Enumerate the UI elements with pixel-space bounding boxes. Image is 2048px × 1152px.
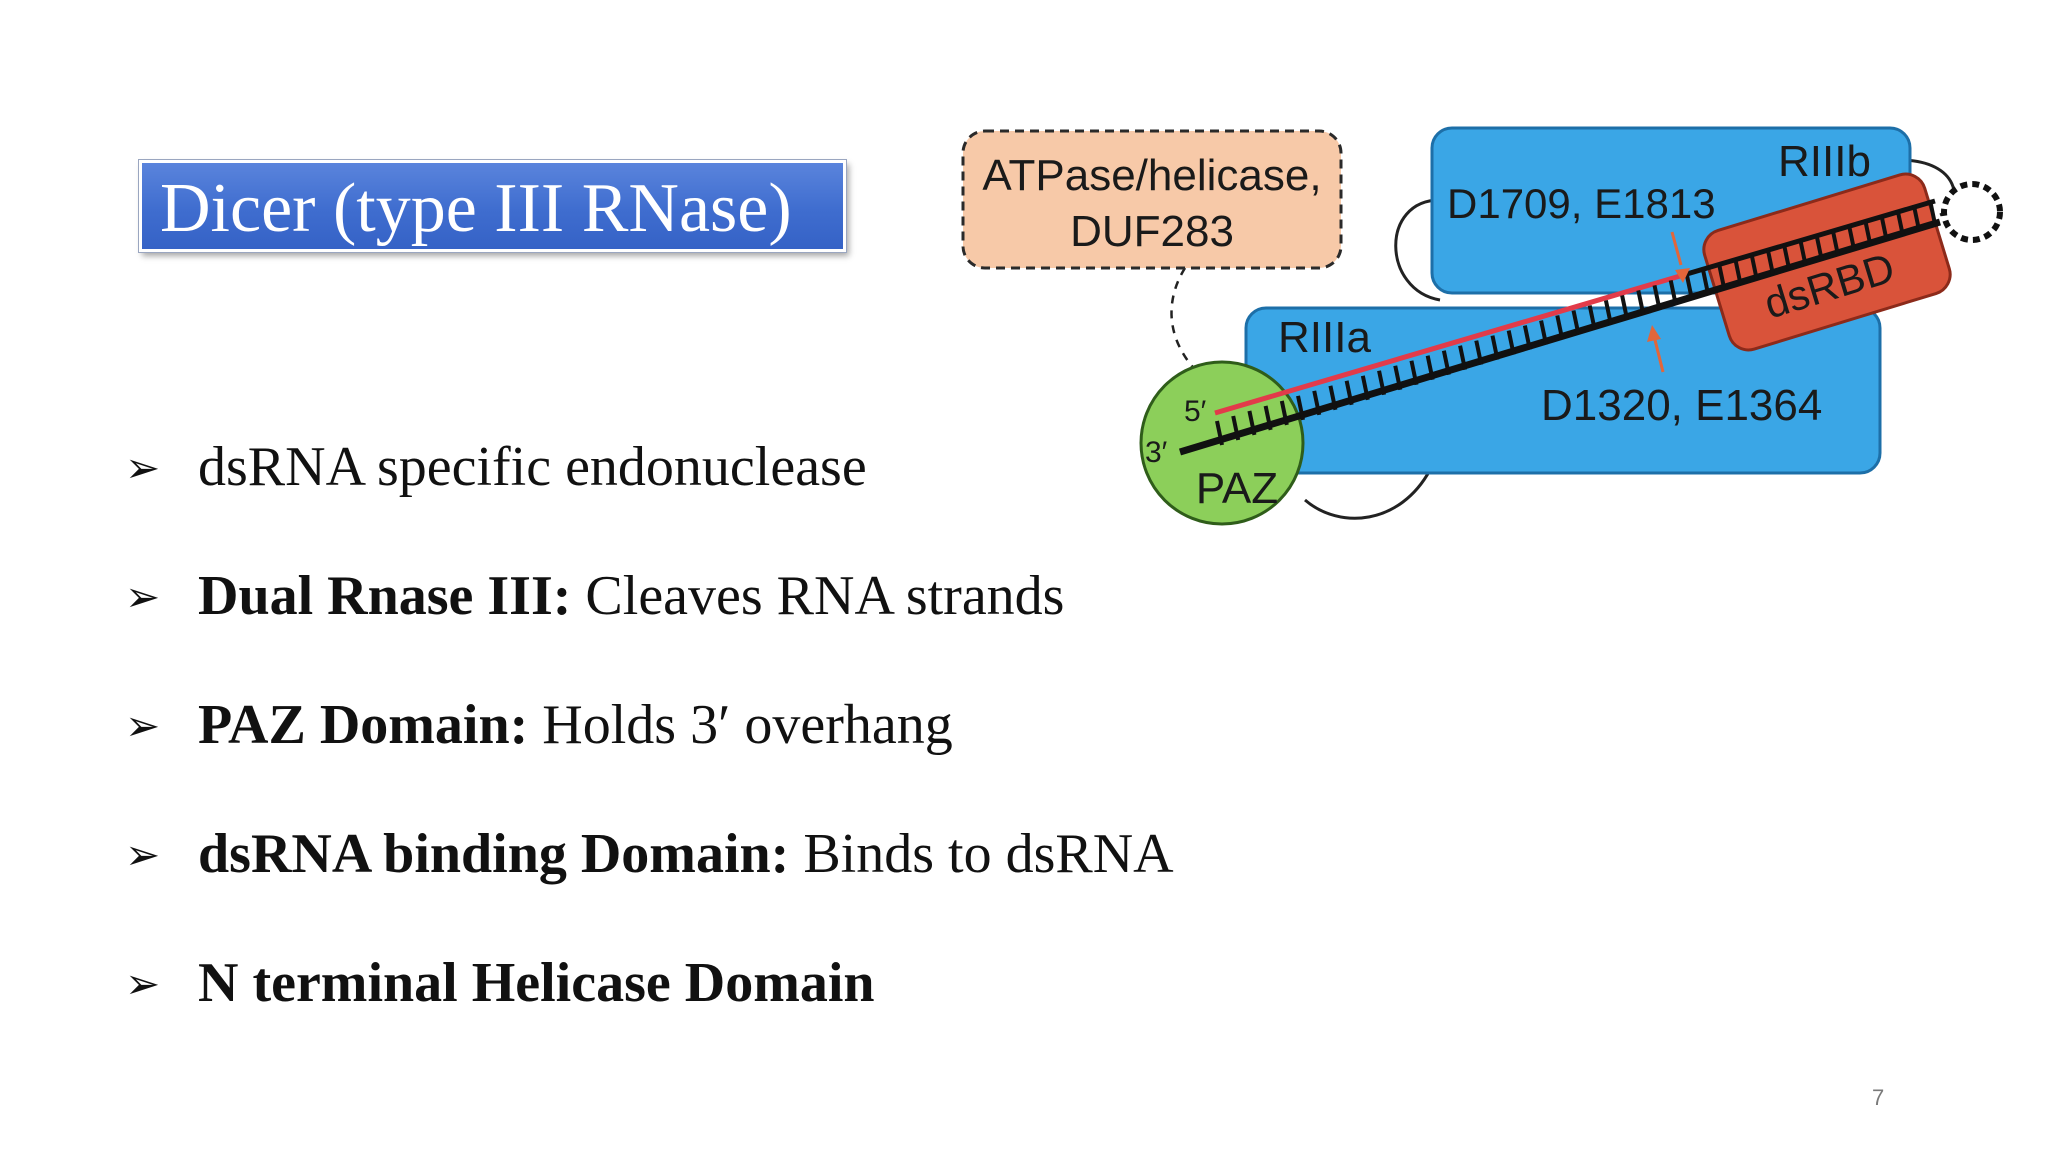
bullet-list: ➢ dsRNA specific endonuclease ➢ Dual Rna… (125, 0, 1275, 1152)
base-pair-rung (1733, 259, 1743, 285)
hairpin-loop (1941, 181, 2003, 243)
base-pair-rung (1928, 199, 1937, 225)
base-pair-rung (1231, 415, 1241, 441)
base-pair-rung (1215, 420, 1224, 446)
rna-top-strand (1214, 273, 1681, 416)
bullet-text: Binds to dsRNA (803, 823, 1174, 885)
base-pair-rung (1571, 310, 1581, 335)
base-pair-rung (1684, 274, 1694, 300)
cleavage-arrow-riiia (1647, 325, 1665, 373)
bullet-bold-text: N terminal Helicase Domain (198, 952, 875, 1014)
title-box: Dicer (type III RNase) (138, 159, 847, 253)
base-pair-rung (1377, 370, 1387, 396)
cleavage-arrow-riiib (1670, 231, 1690, 283)
base-pair-rung (1458, 345, 1468, 371)
bullet-text: Cleaves RNA strands (585, 565, 1065, 627)
riiia-residues-label: D1320, E1364 (1541, 381, 1822, 430)
base-pair-rung (1701, 269, 1711, 295)
atpase-label-line2: DUF283 (1070, 207, 1234, 256)
base-pair-rung (1490, 335, 1500, 361)
arrow-bullet-icon: ➢ (125, 958, 161, 1008)
arrow-bullet-icon: ➢ (125, 700, 161, 750)
base-pair-rung (1425, 355, 1435, 381)
riiib-label: RIIIb (1778, 137, 1871, 186)
base-pair-rung (1798, 239, 1808, 265)
base-pair-rung (1263, 405, 1273, 431)
base-pair-rung (1668, 279, 1678, 305)
arrow-bullet-icon: ➢ (125, 442, 161, 492)
base-pair-rung (1506, 330, 1516, 355)
base-pair-rung (1863, 219, 1873, 245)
bullet-text: dsRNA specific endonuclease (198, 436, 867, 498)
base-pair-rung (1652, 284, 1662, 310)
base-pair-rung (1587, 305, 1597, 330)
base-pair-rung (1830, 229, 1840, 255)
base-pair-rung (1749, 254, 1759, 280)
bullet-item: ➢ Dual Rnase III: Cleaves RNA strands (125, 561, 1064, 631)
base-pair-rung (1344, 380, 1354, 406)
base-pair-rung (1312, 390, 1322, 416)
base-pair-rungs (1215, 199, 1937, 446)
bullet-item: ➢ PAZ Domain: Holds 3′ overhang (125, 690, 953, 760)
arrow-bullet-icon: ➢ (125, 829, 161, 879)
base-pair-rung (1782, 244, 1792, 270)
base-pair-rung (1296, 395, 1305, 421)
bullet-item: ➢ dsRNA specific endonuclease (125, 432, 867, 502)
three-prime-label: 3′ (1145, 436, 1168, 469)
bullet-bold-text: Dual Rnase III: (198, 565, 572, 627)
linker-loop-left (1394, 198, 1441, 302)
arrow-bullet-icon: ➢ (125, 571, 161, 621)
rna-top-strand-dark (1679, 198, 1936, 279)
base-pair-rung (1879, 214, 1889, 240)
base-pair-rung (1328, 385, 1338, 411)
base-pair-rung (1441, 350, 1451, 376)
bullet-bold-text: PAZ Domain: (198, 694, 529, 756)
atpase-label-line1: ATPase/helicase, (982, 151, 1321, 200)
dsrbd-domain (1702, 172, 1952, 352)
base-pair-rung (1555, 315, 1565, 340)
bullet-item: ➢ N terminal Helicase Domain (125, 948, 875, 1018)
atpase-helicase-box (961, 129, 1343, 270)
base-pair-rung (1279, 400, 1289, 426)
base-pair-rung (1522, 325, 1532, 350)
page-number: 7 (1872, 1085, 1885, 1110)
base-pair-rung (1895, 209, 1905, 235)
bullet-bold-text: dsRNA binding Domain: (198, 823, 790, 885)
base-pair-rung (1765, 249, 1775, 275)
base-pair-rung (1717, 264, 1727, 290)
base-pair-rung (1360, 375, 1370, 401)
base-pair-rung (1539, 320, 1549, 345)
base-pair-rung (1409, 360, 1419, 386)
base-pair-rung (1636, 290, 1646, 315)
linker-loop-bottom (1304, 469, 1432, 520)
dsrna-duplex (1178, 198, 1942, 456)
base-pair-rung (1247, 410, 1257, 436)
bullet-text: Holds 3′ overhang (542, 694, 953, 756)
base-pair-rung (1814, 234, 1824, 260)
paz-label: PAZ (1196, 464, 1278, 513)
dashed-linker (1170, 267, 1201, 376)
slide-title: Dicer (type III RNase) (160, 170, 792, 247)
base-pair-rung (1911, 204, 1921, 230)
base-pair-rung (1620, 295, 1630, 320)
five-prime-label: 5′ (1184, 395, 1207, 428)
bullet-item: ➢ dsRNA binding Domain: Binds to dsRNA (125, 819, 1174, 889)
base-pair-rung (1603, 300, 1613, 325)
riiia-label: RIIIa (1278, 313, 1371, 362)
riiib-residues-label: D1709, E1813 (1447, 180, 1716, 227)
base-pair-rung (1393, 365, 1403, 391)
base-pair-rung (1847, 224, 1856, 250)
base-pair-rung (1474, 340, 1484, 366)
